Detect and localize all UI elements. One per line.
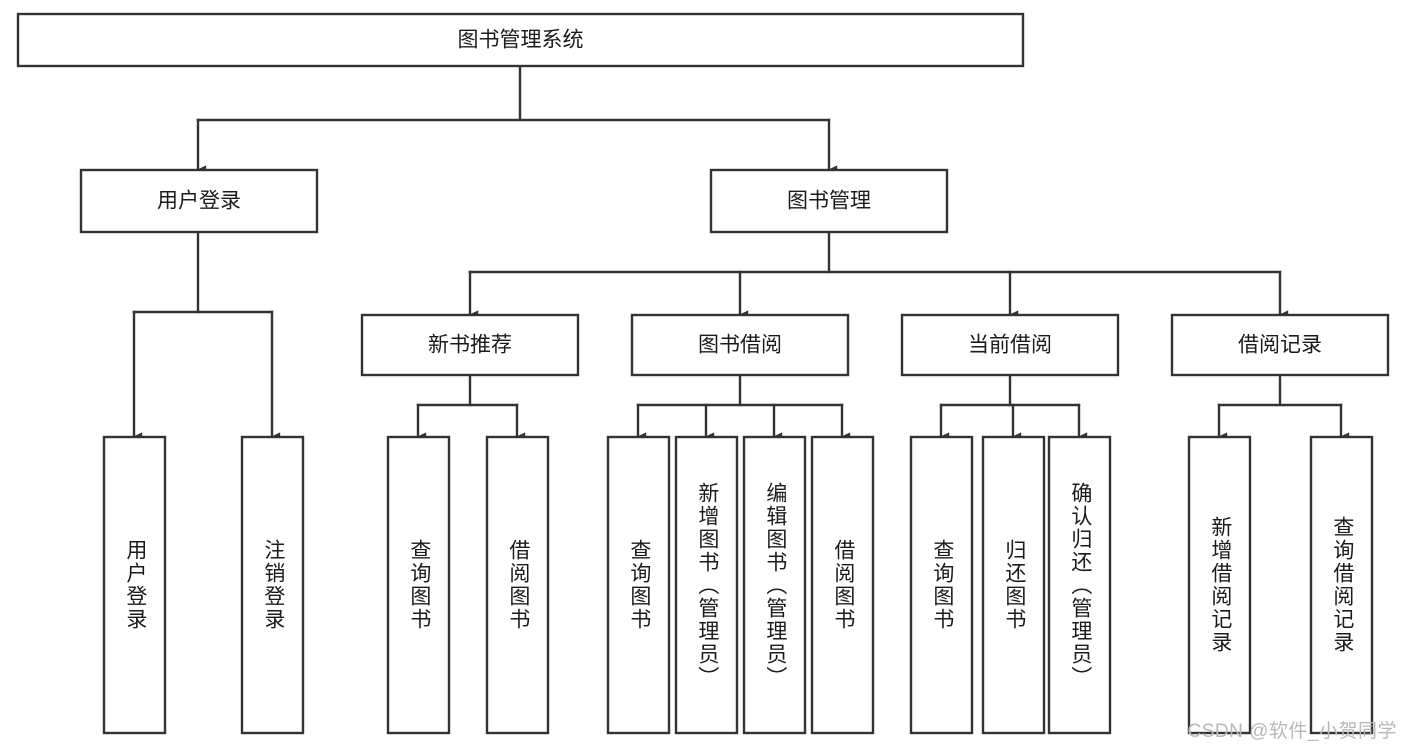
node-level3-3[interactable]: 借阅记录 xyxy=(1170,313,1390,377)
node-level2-1[interactable]: 图书管理 xyxy=(709,168,949,234)
node-level3-2[interactable]: 当前借阅 xyxy=(900,313,1120,377)
node-leaf-3-rect xyxy=(485,435,550,735)
node-leaf-6-rect xyxy=(742,435,807,735)
node-leaf-2-rect xyxy=(386,435,451,735)
node-level2-1-label: 图书管理 xyxy=(787,190,871,213)
node-leaf-9-rect xyxy=(981,435,1046,735)
watermark: CSDN @软件_小贺同学 xyxy=(1187,721,1397,742)
node-leaf-5[interactable] xyxy=(674,435,739,735)
connectors-layer xyxy=(132,64,1350,442)
node-leaf-3[interactable] xyxy=(485,435,550,735)
node-leaf-12-rect xyxy=(1309,435,1374,735)
node-leaf-9[interactable] xyxy=(981,435,1046,735)
node-leaf-11-rect xyxy=(1187,435,1252,735)
node-level3-1-rect xyxy=(630,313,850,377)
node-level2-0-rect xyxy=(79,168,319,234)
node-leaf-2[interactable] xyxy=(386,435,451,735)
node-leaf-1[interactable] xyxy=(240,435,305,735)
node-leaf-7-rect xyxy=(810,435,875,735)
node-level3-3-label: 借阅记录 xyxy=(1238,334,1322,357)
node-level3-1-label: 图书借阅 xyxy=(698,334,782,357)
node-leaf-11[interactable] xyxy=(1187,435,1252,735)
node-leaf-4[interactable] xyxy=(606,435,671,735)
node-leaf-7[interactable] xyxy=(810,435,875,735)
node-level2-0-label: 用户登录 xyxy=(157,190,241,213)
node-leaf-6[interactable] xyxy=(742,435,807,735)
node-level3-0[interactable]: 新书推荐 xyxy=(360,313,580,377)
node-leaf-10[interactable] xyxy=(1047,435,1112,735)
node-level2-1-rect xyxy=(709,168,949,234)
node-level3-2-rect xyxy=(900,313,1120,377)
node-leaf-5-rect xyxy=(674,435,739,735)
node-leaf-12[interactable] xyxy=(1309,435,1374,735)
node-level3-1[interactable]: 图书借阅 xyxy=(630,313,850,377)
node-root-图书管理系统[interactable]: 图书管理系统 xyxy=(16,12,1025,68)
node-leaf-0[interactable] xyxy=(102,435,167,735)
node-leaf-8[interactable] xyxy=(909,435,974,735)
node-leaf-10-rect xyxy=(1047,435,1112,735)
node-leaf-0-rect xyxy=(102,435,167,735)
node-root-图书管理系统-label: 图书管理系统 xyxy=(458,29,584,52)
node-level2-0[interactable]: 用户登录 xyxy=(79,168,319,234)
node-level3-2-label: 当前借阅 xyxy=(968,334,1052,357)
node-level3-0-rect xyxy=(360,313,580,377)
node-leaf-8-rect xyxy=(909,435,974,735)
node-leaf-1-rect xyxy=(240,435,305,735)
node-level3-0-label: 新书推荐 xyxy=(428,334,512,357)
node-level3-3-rect xyxy=(1170,313,1390,377)
node-root-图书管理系统-rect xyxy=(16,12,1025,68)
node-leaf-4-rect xyxy=(606,435,671,735)
